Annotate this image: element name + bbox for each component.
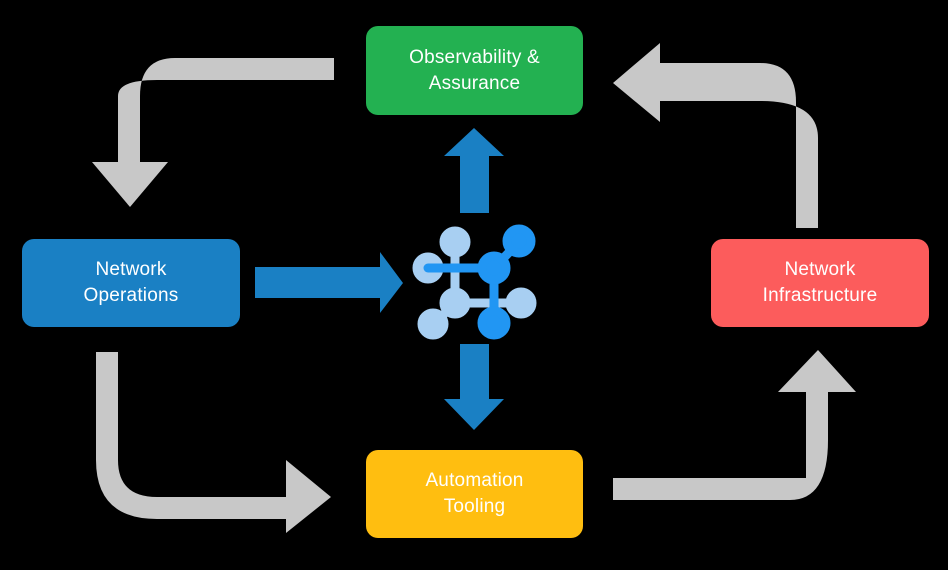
arrow-operations-to-center [255, 252, 403, 313]
node-box-automation-tooling[interactable]: Automation Tooling [366, 450, 583, 538]
node-box-observability[interactable]: Observability & Assurance [366, 26, 583, 115]
network-icon-back-layer [412, 226, 537, 340]
network-icon-front-layer [423, 224, 536, 340]
node-label-network-operations: Network Operations [83, 259, 179, 306]
node-label-observability: Observability & Assurance [409, 46, 540, 94]
node-box-network-infrastructure[interactable]: Network Infrastructure [711, 239, 929, 327]
arrow-observability-to-operations [92, 58, 334, 207]
arrow-center-to-observability [444, 128, 504, 213]
arrow-infrastructure-to-observability [613, 43, 818, 228]
arrow-center-to-automation [444, 344, 504, 430]
node-label-network-infrastructure: Network Infrastructure [762, 259, 878, 306]
arrow-operations-to-automation [96, 352, 331, 533]
node-box-network-operations[interactable]: Network Operations [22, 239, 240, 327]
arrow-automation-to-infrastructure [613, 350, 856, 500]
node-label-automation-tooling: Automation Tooling [425, 470, 524, 517]
